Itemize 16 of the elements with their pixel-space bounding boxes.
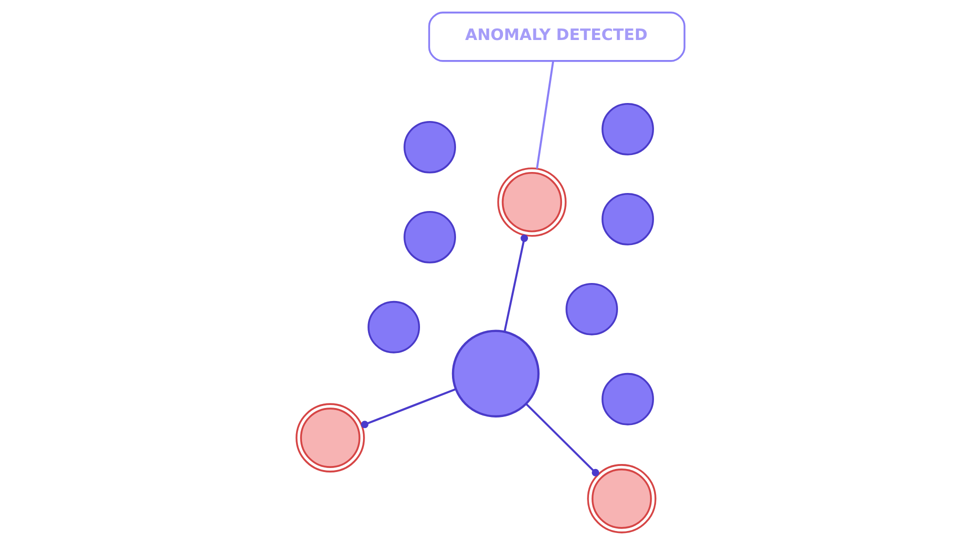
connector xyxy=(360,388,456,428)
node-circle xyxy=(565,282,618,336)
node-circle xyxy=(496,167,566,237)
connector xyxy=(535,61,554,169)
node-box: ANOMALY DETECTED xyxy=(428,12,685,62)
node-circle xyxy=(451,330,540,418)
node-circle xyxy=(367,300,420,354)
connector xyxy=(503,234,528,332)
node-circle xyxy=(601,372,654,426)
connector xyxy=(525,403,599,476)
node-circle xyxy=(586,464,656,534)
node-circle xyxy=(403,210,456,264)
node-circle xyxy=(601,192,654,246)
node-circle xyxy=(403,120,456,174)
node-circle xyxy=(295,403,364,472)
node-circle xyxy=(601,102,654,156)
